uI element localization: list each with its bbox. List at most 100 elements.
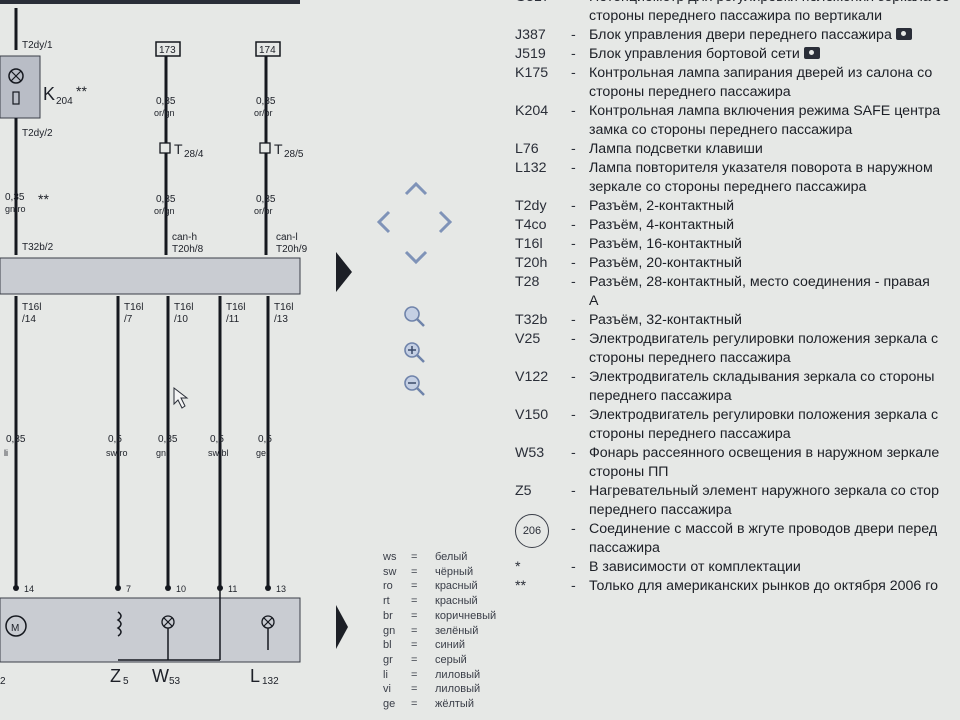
legend-dash: - xyxy=(571,331,576,347)
label-canh: can-h xyxy=(172,232,197,243)
svg-text:M: M xyxy=(11,623,19,634)
label-t20h9: T20h/9 xyxy=(276,244,308,255)
legend-code: V122 xyxy=(515,369,549,385)
color-name: зелёный xyxy=(435,624,479,637)
k204-lamp-icon xyxy=(8,68,24,84)
nav-up-icon[interactable] xyxy=(404,181,428,196)
label-z5: Z xyxy=(110,666,121,686)
label-wire-pin: /13 xyxy=(274,314,288,325)
color-code: sw xyxy=(383,565,397,578)
label-w2a-gauge: 0,35 xyxy=(156,96,176,107)
label-t2dy1: T2dy/1 xyxy=(22,40,53,51)
legend-item: V25-Электродвигатель регулировки положен… xyxy=(515,330,960,368)
legend-description: Разъём, 2-контактный xyxy=(589,198,735,214)
ground-point-badge: 206 xyxy=(515,514,549,548)
color-code: gn xyxy=(383,624,396,637)
label-wire-pin: /10 xyxy=(174,314,188,325)
color-legend-row: ge=жёлтый xyxy=(383,697,523,712)
legend-item: K175-Контрольная лампа запирания дверей … xyxy=(515,64,960,102)
zoom-in-icon[interactable] xyxy=(404,342,425,363)
legend-code: K204 xyxy=(515,103,549,119)
label-t28-5-sub: 28/5 xyxy=(284,149,304,160)
label-wire-conn: T16l xyxy=(174,302,193,313)
color-code: gr xyxy=(383,653,393,666)
legend-item: **-Только для американских рынков до окт… xyxy=(515,577,960,596)
legend-item: L76-Лампа подсветки клавиши xyxy=(515,140,960,159)
legend-description: Только для американских рынков до октябр… xyxy=(589,578,938,594)
label-canl: can-l xyxy=(276,232,298,243)
control-unit-bar xyxy=(0,257,301,295)
label-wire-node: 11 xyxy=(228,584,237,594)
legend-dash: - xyxy=(571,521,576,537)
legend-description: Электродвигатель складывания зеркала со … xyxy=(589,369,935,404)
legend-item: W53-Фонарь рассеянного освещения в наруж… xyxy=(515,444,960,482)
color-name: серый xyxy=(435,653,467,666)
zoom-out-icon[interactable] xyxy=(404,375,425,396)
legend-description: Разъём, 20-контактный xyxy=(589,255,742,271)
label-w53: W xyxy=(152,666,169,686)
legend-dash: - xyxy=(571,46,576,62)
legend-description: Электродвигатель регулировки положения з… xyxy=(589,407,939,442)
label-wire-pin: /14 xyxy=(22,314,36,325)
color-name: синий xyxy=(435,639,466,652)
legend-dash: - xyxy=(571,198,576,214)
legend-code: * xyxy=(515,559,521,575)
color-legend-row: rt=красный xyxy=(383,594,523,609)
mouse-cursor-icon xyxy=(173,386,189,409)
legend-code: T2dy xyxy=(515,198,547,214)
label-wire-color: gn xyxy=(156,448,166,458)
label-wire-conn: T16l xyxy=(22,302,41,313)
color-name: красный xyxy=(435,595,478,608)
arrow-right-icon-2[interactable] xyxy=(336,605,348,649)
label-l132: L xyxy=(250,666,260,686)
legend-code: V150 xyxy=(515,407,549,423)
legend-dash: - xyxy=(571,445,576,461)
label-w1-gauge: 0,35 xyxy=(5,192,25,203)
k204-component-box xyxy=(0,55,41,119)
label-w1-color: gn/ro xyxy=(5,204,26,214)
nav-left-icon[interactable] xyxy=(376,210,391,234)
legend-dash: - xyxy=(571,27,576,43)
legend-description: Разъём, 4-контактный xyxy=(589,217,735,233)
legend-item: T20h -Разъём, 20-контактный xyxy=(515,254,960,273)
legend-item: T4co-Разъём, 4-контактный xyxy=(515,216,960,235)
label-wire-color: sw/bl xyxy=(208,448,229,458)
color-legend-row: ws=белый xyxy=(383,550,523,565)
heater-element-icon xyxy=(116,611,122,637)
legend-description: Разъём, 28-контактный, место соединения … xyxy=(589,274,930,309)
camera-icon[interactable] xyxy=(895,28,912,40)
nav-right-icon[interactable] xyxy=(438,210,453,234)
arrow-right-icon[interactable] xyxy=(336,252,352,292)
legend-item: Z5-Нагревательный элемент наружного зерк… xyxy=(515,482,960,520)
connector-box-173 xyxy=(155,41,181,57)
legend-item: L132-Лампа повторителя указателя поворот… xyxy=(515,159,960,197)
label-t2dy2: T2dy/2 xyxy=(22,128,53,139)
legend-dash: - xyxy=(571,483,576,499)
color-equals: = xyxy=(411,565,418,578)
legend-code: L76 xyxy=(515,141,539,157)
t28-5-pin-icon xyxy=(259,142,271,154)
label-w2b-color: or/gn xyxy=(154,206,175,216)
legend-description: Разъём, 16-контактный xyxy=(589,236,742,252)
color-legend-row: vi=лиловый xyxy=(383,682,523,697)
legend-description: Блок управления бортовой сети xyxy=(589,45,960,64)
wire-node-dot xyxy=(13,585,19,591)
legend-code: T32b xyxy=(515,312,548,328)
connector-box-174 xyxy=(255,41,281,57)
color-name: жёлтый xyxy=(435,698,474,711)
legend-dash: - xyxy=(571,255,576,271)
legend-dash: - xyxy=(571,312,576,328)
legend-item: *-В зависимости от комплектации xyxy=(515,558,960,577)
legend-code: W53 xyxy=(515,445,545,461)
legend-code: T20h xyxy=(515,255,548,271)
label-wire-color: ge xyxy=(256,448,266,458)
legend-description: Потенциометр для регулировки положения з… xyxy=(589,0,950,24)
zoom-icon[interactable] xyxy=(404,306,425,327)
camera-icon[interactable] xyxy=(803,47,820,59)
nav-down-icon[interactable] xyxy=(404,250,428,265)
color-equals: = xyxy=(411,595,418,608)
label-wire-color: sw/ro xyxy=(106,448,128,458)
legend-code: ** xyxy=(515,578,527,594)
label-t20h8: T20h/8 xyxy=(172,244,204,255)
